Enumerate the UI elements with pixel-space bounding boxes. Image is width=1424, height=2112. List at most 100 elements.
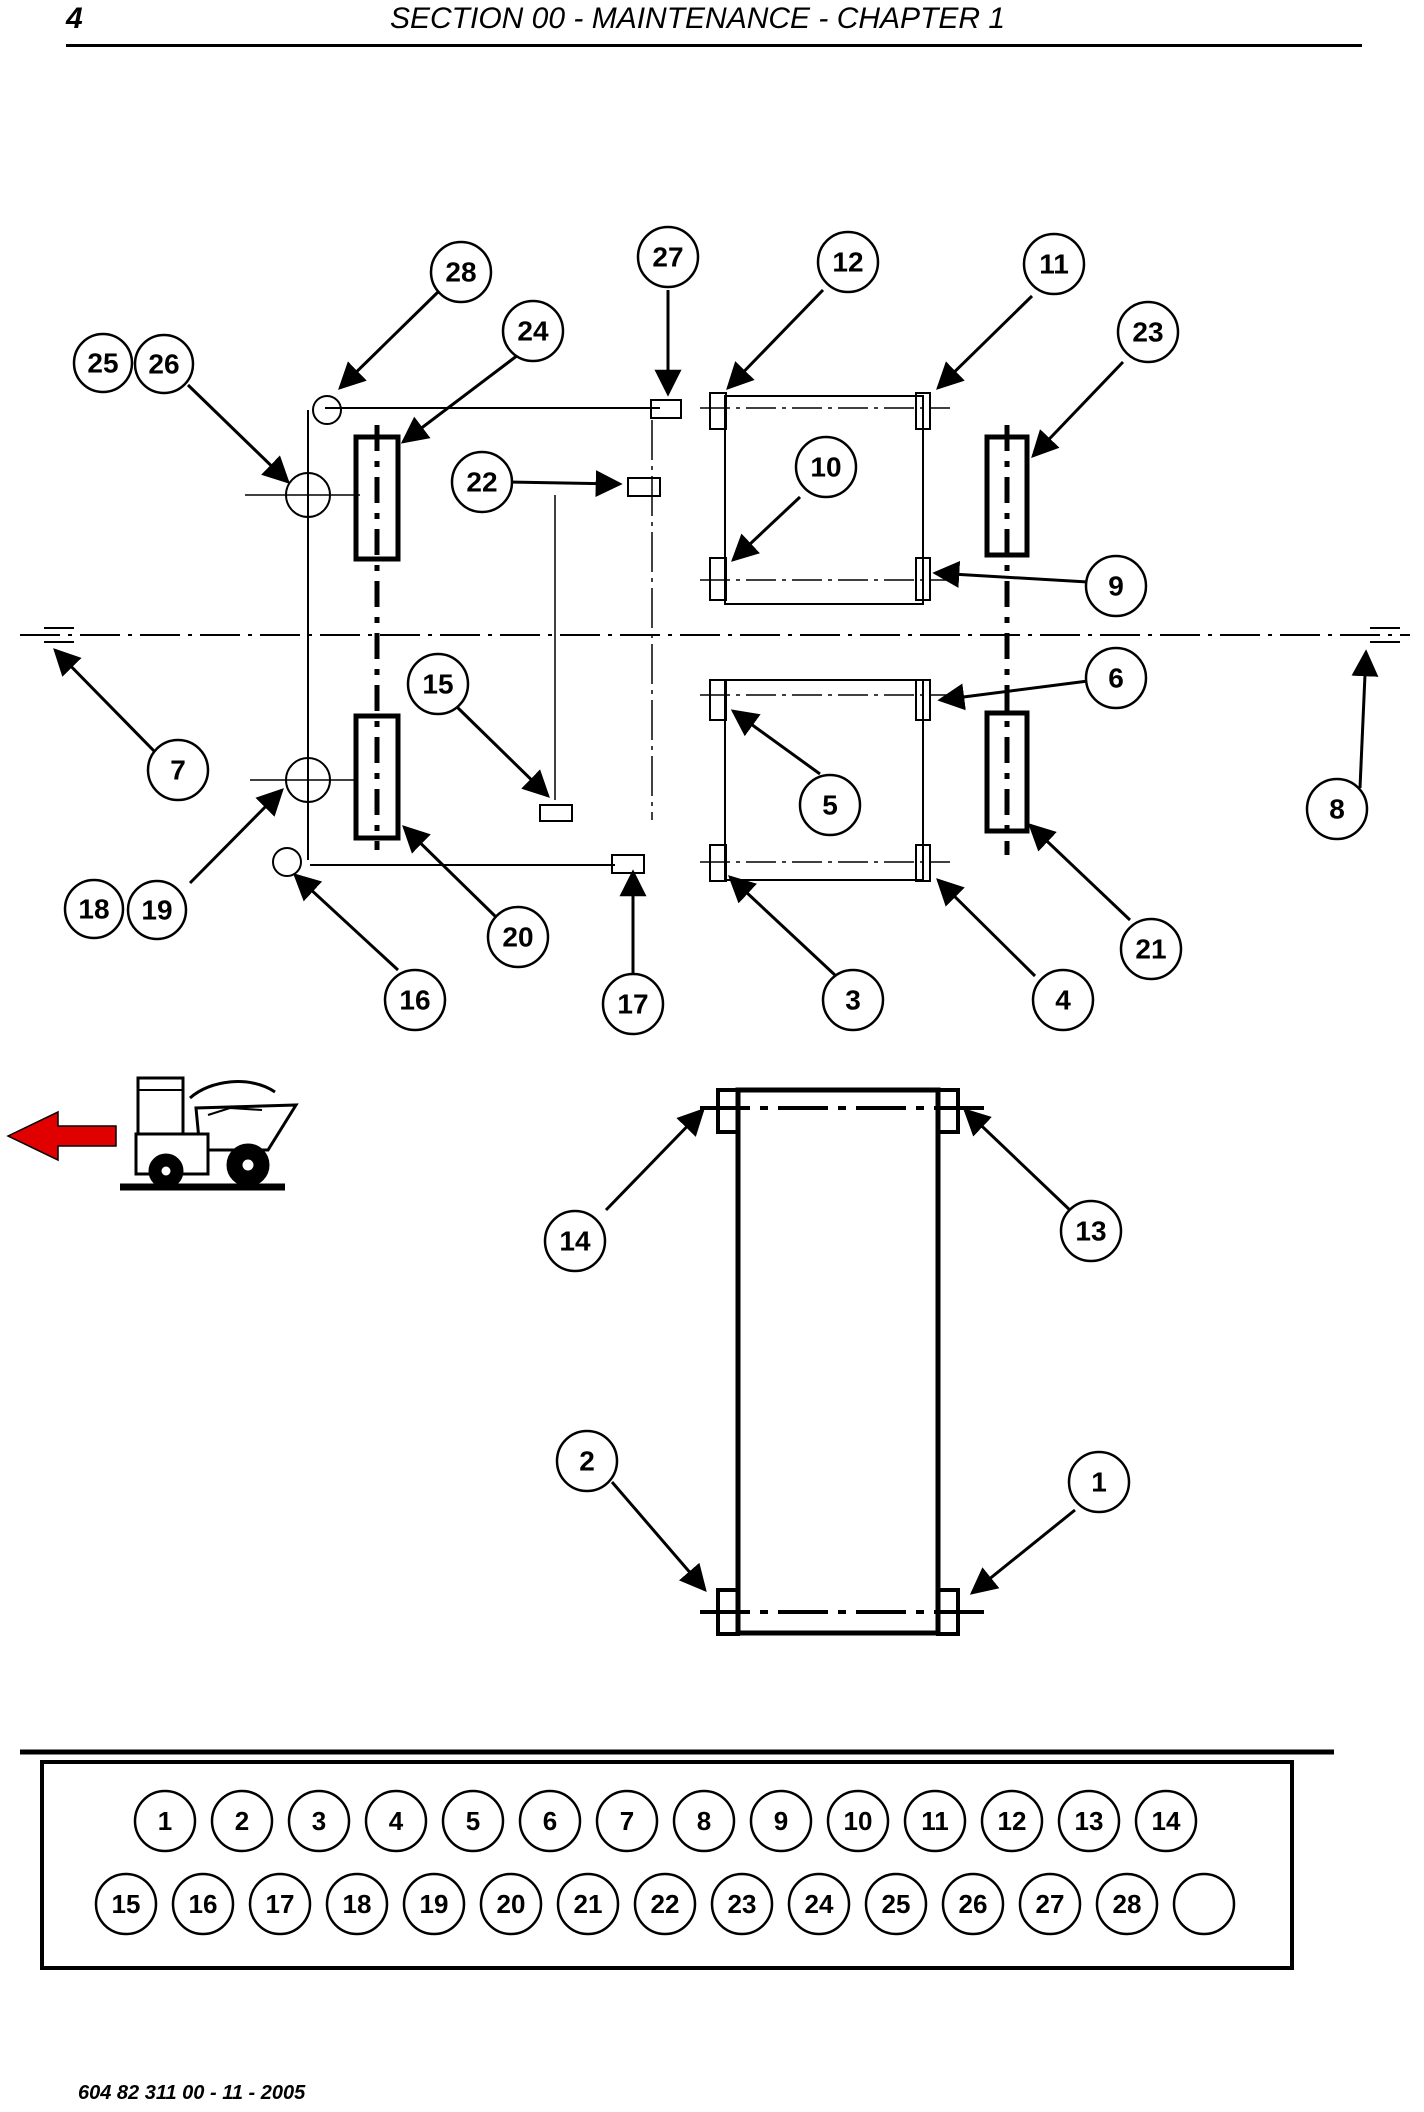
svg-text:28: 28 — [445, 257, 476, 288]
callout-23: 23 — [1116, 300, 1180, 364]
legend-circle — [826, 1789, 890, 1853]
legend-label: 17 — [266, 1889, 295, 1919]
legend-circle — [749, 1789, 813, 1853]
svg-text:14: 14 — [559, 1226, 591, 1257]
legend-circle — [325, 1872, 389, 1936]
legend-item: 21 — [556, 1872, 620, 1936]
callout-3: 3 — [821, 968, 885, 1032]
legend-circle — [595, 1789, 659, 1853]
harvester-icon — [120, 1076, 299, 1191]
callout-8: 8 — [1305, 777, 1369, 841]
callout-20: 20 — [486, 905, 550, 969]
svg-text:6: 6 — [1108, 663, 1124, 694]
legend-item: 24 — [787, 1872, 851, 1936]
page-number: 4 — [66, 2, 83, 35]
leader-arrows — [53, 288, 1379, 1595]
direction-arrow-icon — [6, 1110, 117, 1162]
legend-label: 21 — [574, 1889, 603, 1919]
callouts: 28 24 25 26 27 12 11 23 22 10 9 6 15 5 7… — [63, 225, 1369, 1514]
legend-item: 17 — [248, 1872, 312, 1936]
legend-circle — [171, 1872, 235, 1936]
callout-25: 25 — [72, 332, 134, 394]
legend-label: 14 — [1152, 1806, 1181, 1836]
legend-circle — [248, 1872, 312, 1936]
legend-label: 2 — [235, 1806, 249, 1836]
legend-item: 1 — [133, 1789, 197, 1853]
legend-circle — [864, 1872, 928, 1936]
svg-text:3: 3 — [845, 985, 861, 1016]
legend-label: 6 — [543, 1806, 557, 1836]
callout-4: 4 — [1031, 968, 1095, 1032]
callout-9: 9 — [1084, 554, 1148, 618]
machine-layout — [20, 392, 1410, 882]
svg-text:4: 4 — [1055, 985, 1071, 1016]
callout-5: 5 — [798, 773, 862, 837]
svg-text:21: 21 — [1135, 934, 1166, 965]
svg-text:16: 16 — [399, 985, 430, 1016]
legend-circle — [518, 1789, 582, 1853]
legend-circle — [903, 1789, 967, 1853]
svg-text:27: 27 — [652, 242, 683, 273]
legend-circle — [1134, 1789, 1198, 1853]
legend-item: 3 — [287, 1789, 351, 1853]
legend-item: 28 — [1095, 1872, 1159, 1936]
svg-text:25: 25 — [87, 348, 118, 379]
footer-doc-code: 604 82 311 00 - 11 - 2005 — [78, 2082, 306, 2104]
legend-item: 25 — [864, 1872, 928, 1936]
svg-text:12: 12 — [832, 247, 863, 278]
svg-text:2: 2 — [579, 1446, 595, 1477]
legend-circle — [1057, 1789, 1121, 1853]
callout-1: 1 — [1067, 1450, 1131, 1514]
legend-circle — [479, 1872, 543, 1936]
legend-label: 5 — [466, 1806, 480, 1836]
legend-circle — [364, 1789, 428, 1853]
callout-13: 13 — [1059, 1199, 1123, 1263]
svg-text:15: 15 — [422, 669, 453, 700]
bin-detail — [700, 1087, 985, 1636]
legend-item: 26 — [941, 1872, 1005, 1936]
legend-item: 6 — [518, 1789, 582, 1853]
callout-18: 18 — [63, 878, 125, 940]
svg-text:7: 7 — [170, 755, 186, 786]
legend-label: 7 — [620, 1806, 634, 1836]
legend-item: 20 — [479, 1872, 543, 1936]
callout-19: 19 — [126, 879, 188, 941]
legend-item: 18 — [325, 1872, 389, 1936]
svg-text:20: 20 — [502, 922, 533, 953]
legend-item: 16 — [171, 1872, 235, 1936]
svg-text:11: 11 — [1039, 249, 1069, 280]
legend-label: 22 — [651, 1889, 680, 1919]
legend-item: 2 — [210, 1789, 274, 1853]
legend-item: 7 — [595, 1789, 659, 1853]
callout-15: 15 — [406, 652, 470, 716]
legend-circle — [556, 1872, 620, 1936]
legend-circle — [1095, 1872, 1159, 1936]
callout-12: 12 — [816, 230, 880, 294]
svg-text:8: 8 — [1329, 794, 1345, 825]
callout-10: 10 — [794, 435, 858, 499]
legend-circle — [1018, 1872, 1082, 1936]
svg-text:1: 1 — [1091, 1467, 1107, 1498]
legend-label: 25 — [882, 1889, 911, 1919]
callout-14: 14 — [543, 1209, 607, 1273]
legend-circle — [941, 1872, 1005, 1936]
legend-label: 26 — [959, 1889, 988, 1919]
svg-text:24: 24 — [517, 316, 549, 347]
legend-item: 19 — [402, 1872, 466, 1936]
legend-circle — [94, 1872, 158, 1936]
legend-label: 10 — [844, 1806, 873, 1836]
legend-label: 13 — [1075, 1806, 1104, 1836]
legend-label: 20 — [497, 1889, 526, 1919]
legend-item: 27 — [1018, 1872, 1082, 1936]
legend-circle — [710, 1872, 774, 1936]
callout-26: 26 — [133, 333, 195, 395]
svg-text:22: 22 — [466, 467, 497, 498]
legend-item: 10 — [826, 1789, 890, 1853]
legend-item: 12 — [980, 1789, 1044, 1853]
callout-22: 22 — [450, 450, 514, 514]
legend-item: 23 — [710, 1872, 774, 1936]
svg-text:23: 23 — [1132, 317, 1163, 348]
svg-text:17: 17 — [617, 989, 648, 1020]
legend-item: 8 — [672, 1789, 736, 1853]
